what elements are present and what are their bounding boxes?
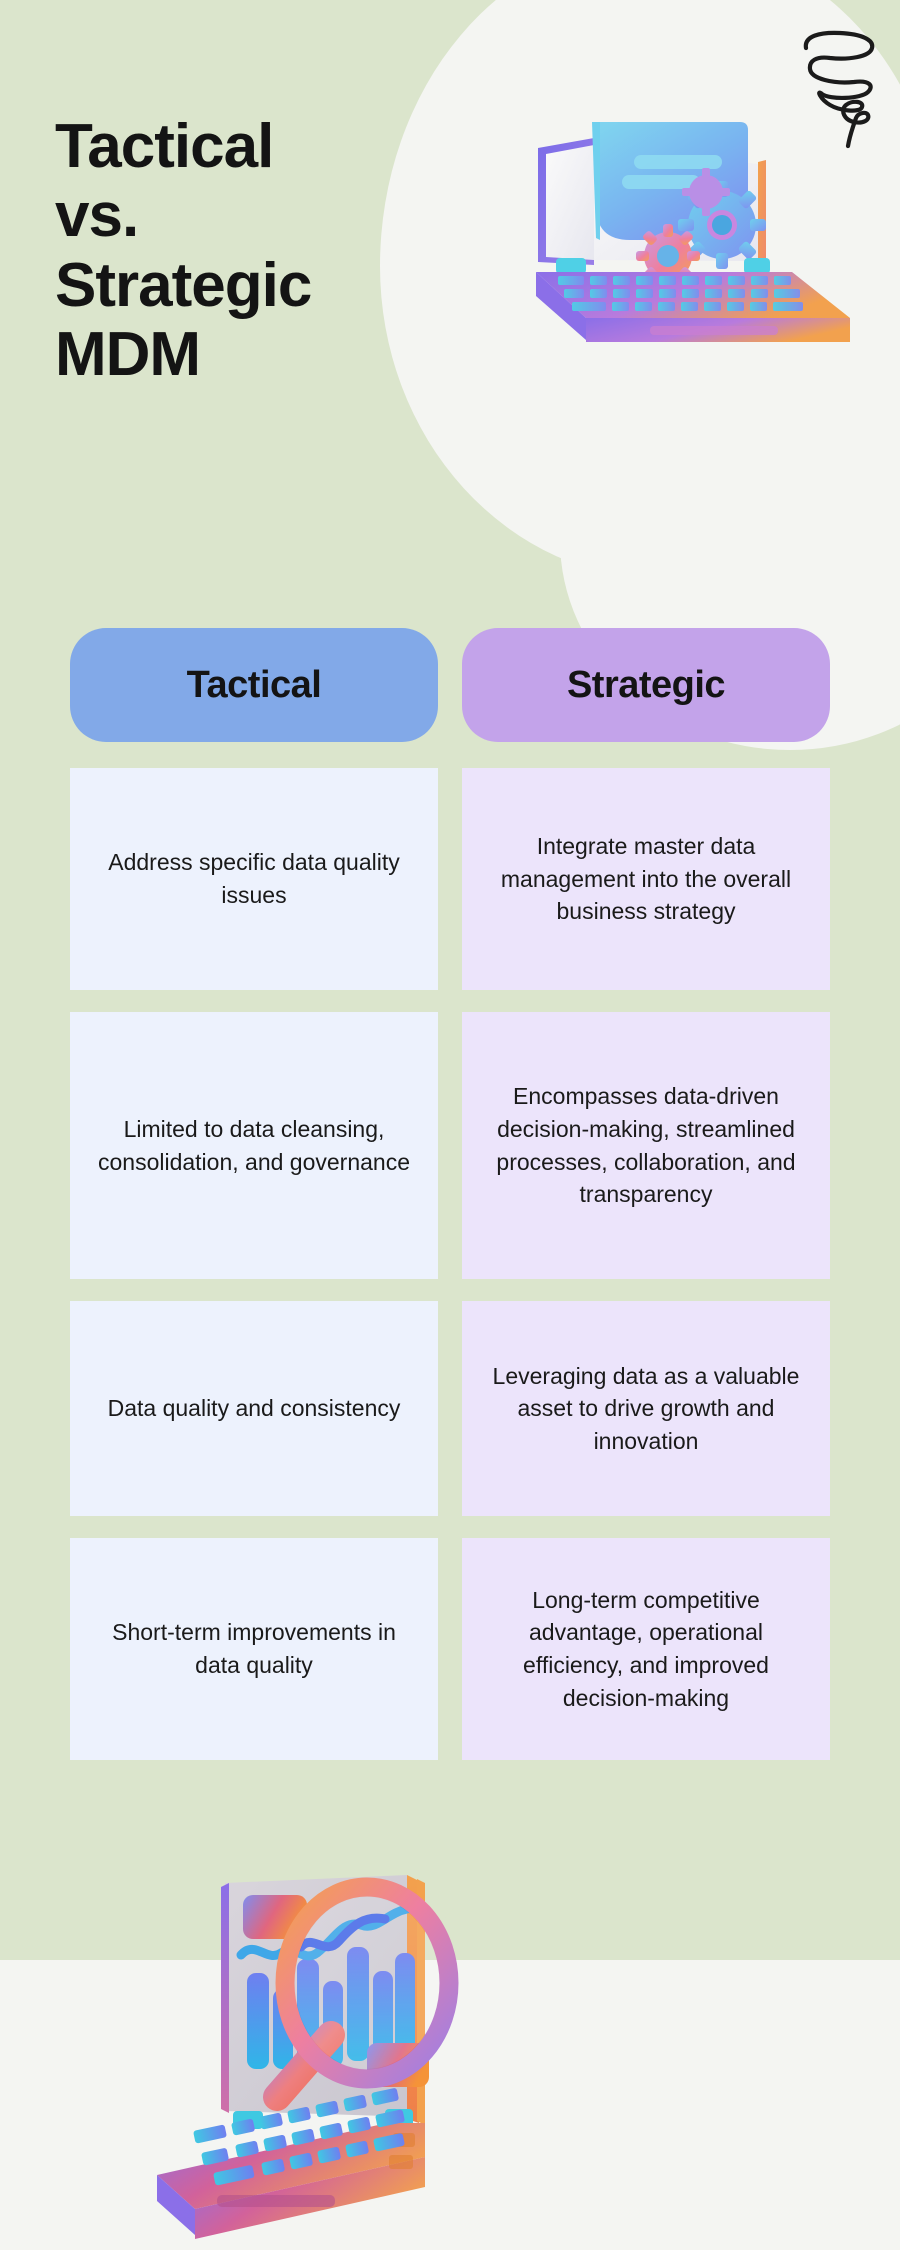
cell-text[interactable]: Encompasses data-driven decision-making,…	[462, 1012, 830, 1279]
table-row: Address specific data quality issues Int…	[0, 768, 900, 990]
table-cell-tactical: Limited to data cleansing, consolidation…	[70, 1012, 438, 1279]
table-cell-strategic: Leveraging data as a valuable asset to d…	[462, 1301, 830, 1516]
cell-text[interactable]: Data quality and consistency	[70, 1301, 438, 1516]
table-row: Short-term improvements in data quality …	[0, 1538, 900, 1760]
table-row: Data quality and consistency Leveraging …	[0, 1301, 900, 1516]
title-line-4: MDM	[55, 320, 201, 390]
column-strategic: Strategic	[462, 628, 830, 742]
header-pill-strategic[interactable]: Strategic	[462, 628, 830, 742]
cell-text[interactable]: Long-term competitive advantage, operati…	[462, 1538, 830, 1760]
title-line-2: vs.	[55, 181, 139, 251]
cell-text[interactable]: Leveraging data as a valuable asset to d…	[462, 1301, 830, 1516]
laptop-bar-chart-magnifier-illustration	[157, 1875, 459, 2239]
header-pill-tactical[interactable]: Tactical	[70, 628, 438, 742]
cell-text[interactable]: Limited to data cleansing, consolidation…	[70, 1012, 438, 1279]
table-cell-tactical: Short-term improvements in data quality	[70, 1538, 438, 1760]
title-line-3: Strategic	[55, 250, 312, 320]
table-cell-strategic: Encompasses data-driven decision-making,…	[462, 1012, 830, 1279]
cell-text[interactable]: Integrate master data management into th…	[462, 768, 830, 990]
table-row: Limited to data cleansing, consolidation…	[0, 1012, 900, 1279]
table-cell-strategic: Integrate master data management into th…	[462, 768, 830, 990]
title-line-1: Tactical	[55, 112, 274, 181]
column-tactical: Tactical	[70, 628, 438, 742]
table-cell-tactical: Data quality and consistency	[70, 1301, 438, 1516]
laptop-document-gears-illustration	[536, 122, 850, 342]
comparison-header-row: Tactical Strategic	[0, 628, 900, 742]
cell-text[interactable]: Short-term improvements in data quality	[70, 1538, 438, 1760]
spiral-squiggle-icon	[803, 30, 875, 149]
page-title: Tactical vs. Strategic MDM	[55, 112, 455, 390]
table-cell-strategic: Long-term competitive advantage, operati…	[462, 1538, 830, 1760]
table-cell-tactical: Address specific data quality issues	[70, 768, 438, 990]
comparison-table: Tactical Strategic Address specific data…	[0, 628, 900, 1782]
cell-text[interactable]: Address specific data quality issues	[70, 768, 438, 990]
